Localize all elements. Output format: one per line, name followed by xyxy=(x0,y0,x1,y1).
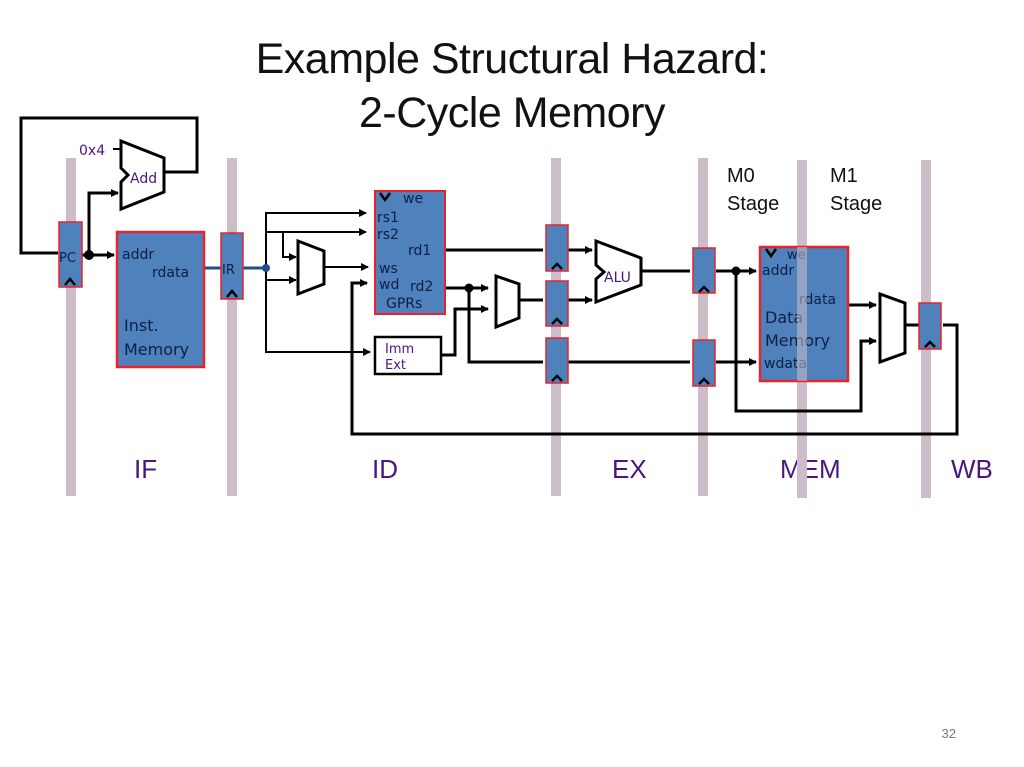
dmem-rdata-label: rdata xyxy=(799,292,836,308)
junction-ir xyxy=(262,264,270,272)
wires-ex xyxy=(350,246,959,436)
page-number: 32 xyxy=(941,726,956,741)
operand-mux xyxy=(494,273,521,330)
wire-alu-bypass xyxy=(734,271,877,413)
wire-rd2-to-store xyxy=(467,288,543,364)
clock-icon xyxy=(378,192,392,203)
stage-label-id: ID xyxy=(372,454,398,484)
ex-register-store xyxy=(545,337,569,384)
wb-register xyxy=(918,302,942,350)
immext-line2: Ext xyxy=(385,358,406,373)
stage-label-if: IF xyxy=(134,454,157,484)
adder-label: Add xyxy=(130,171,157,187)
pc-label: PC xyxy=(59,251,76,266)
pipeline-bar-mem xyxy=(698,158,708,496)
ir-register: IR xyxy=(220,232,244,300)
immext-line1: Imm xyxy=(385,342,414,357)
stage-label-wb: WB xyxy=(951,454,993,484)
dmem-name-line1: Data xyxy=(765,308,803,327)
junction-pc xyxy=(84,250,94,260)
wire-ir-to-immext xyxy=(265,268,371,356)
clock-icon xyxy=(698,377,710,385)
gprs-we-label: we xyxy=(403,191,423,207)
pipeline-bar-m1-label-overlay xyxy=(797,455,807,485)
gprs-wd-label: wd xyxy=(379,277,399,293)
pipeline-bar-if xyxy=(66,158,76,496)
adder-shape xyxy=(119,138,166,212)
clock-icon xyxy=(551,317,563,325)
wire-adder-to-pc xyxy=(19,116,199,255)
junction-rd2 xyxy=(464,283,474,293)
gprs-register-file: we rs1 rs2 rd1 ws wd rd2 GPRs xyxy=(374,190,446,315)
imm-ext: Imm Ext xyxy=(373,335,443,376)
clock-icon xyxy=(551,262,563,270)
stage-label-ex: EX xyxy=(612,454,647,484)
wires-thin xyxy=(265,209,371,356)
title-line-2: 2-Cycle Memory xyxy=(359,89,666,137)
alu: ALU xyxy=(594,238,643,305)
m0-stage-line1: M0 xyxy=(727,165,755,187)
imem-name-line1: Inst. xyxy=(124,316,159,335)
m1-stage-line1: M1 xyxy=(830,165,858,187)
alu-label: ALU xyxy=(604,270,631,286)
wire-writeback xyxy=(350,279,959,436)
mem-register-alu xyxy=(692,247,716,294)
imem-rdata-label: rdata xyxy=(152,265,189,281)
dmem-wdata-label: wdata xyxy=(764,356,807,372)
wire-pc-to-adder xyxy=(87,189,119,255)
instruction-memory: addr rdata Inst. Memory xyxy=(115,230,206,369)
gprs-rs2-label: rs2 xyxy=(377,227,399,243)
wire-ir-to-rs1 xyxy=(265,209,367,268)
writeback-mux xyxy=(878,291,907,365)
imem-name-line2: Memory xyxy=(124,340,189,359)
pipeline-bar-m1-overlay xyxy=(797,247,807,381)
ir-label: IR xyxy=(222,263,235,278)
title-line-1: Example Structural Hazard: xyxy=(255,35,769,83)
ex-register-b xyxy=(545,280,569,327)
clock-icon xyxy=(64,277,76,286)
gprs-rd2-label: rd2 xyxy=(410,279,433,295)
gprs-rd1-label: rd1 xyxy=(408,243,431,259)
mem-register-store xyxy=(692,339,716,387)
wire-rs2-to-mux xyxy=(282,232,297,261)
alu-shape xyxy=(594,238,643,305)
m0-stage-line2: Stage xyxy=(727,193,779,215)
const-four-label: 0x4 xyxy=(79,143,105,159)
pipeline-bar-id xyxy=(227,158,237,496)
clock-icon xyxy=(764,248,778,259)
pipeline-bar-ex xyxy=(551,158,561,496)
m1-stage-line2: Stage xyxy=(830,193,882,215)
pc-register: PC xyxy=(58,221,83,288)
imem-addr-label: addr xyxy=(122,247,154,263)
stage-label-mem: MEM xyxy=(780,454,841,484)
gprs-ws-label: ws xyxy=(379,261,398,277)
junction-alu-out xyxy=(731,266,741,276)
clock-icon xyxy=(924,340,936,348)
ws-mux xyxy=(296,238,326,297)
clock-icon xyxy=(551,374,563,382)
wire-immext-to-mux xyxy=(441,305,489,357)
slide-title: Example Structural Hazard: 2-Cycle Memor… xyxy=(0,32,1024,140)
adder: Add xyxy=(119,138,166,212)
mem-registers xyxy=(692,247,716,387)
gprs-name-label: GPRs xyxy=(386,296,422,312)
clock-icon xyxy=(226,289,238,298)
ex-registers xyxy=(545,224,569,384)
ex-register-a xyxy=(545,224,569,272)
gprs-rs1-label: rs1 xyxy=(377,210,399,226)
dmem-addr-label: addr xyxy=(762,263,794,279)
clock-icon xyxy=(698,285,710,293)
